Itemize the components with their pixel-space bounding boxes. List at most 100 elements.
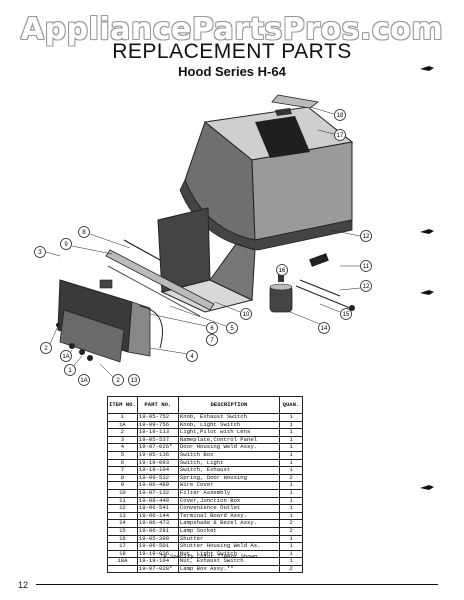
svg-text:11: 11 (363, 264, 370, 270)
item-no-cell: 13 (107, 511, 138, 521)
description-cell: Switch, Exhaust (177, 466, 281, 475)
callout-1a-lower: 1A (78, 374, 90, 386)
quantity-cell: 1 (279, 488, 303, 498)
description-cell: Door Housing Weld Assy. (177, 443, 281, 452)
quantity-cell: 1 (279, 534, 303, 544)
quantity-cell: 1 (279, 549, 303, 559)
quantity-cell: 1 (279, 557, 303, 566)
col-quantity: QUAN. (279, 396, 303, 414)
bottom-rule (36, 584, 438, 585)
callout-2-right: 2 (112, 374, 124, 386)
leader-lines (45, 106, 361, 379)
quantity-cell: 1 (279, 496, 303, 506)
page-title: REPLACEMENT PARTS (112, 40, 352, 63)
item-no-cell: 12 (107, 504, 138, 513)
quantity-cell: 1 (279, 435, 303, 445)
svg-text:10: 10 (243, 312, 250, 318)
part-no-cell: 19-07-026* (136, 443, 179, 452)
quantity-cell: 1 (279, 511, 303, 521)
quantity-cell: 1 (279, 542, 303, 551)
filter-illustration (157, 207, 256, 313)
exploded-parts-diagram: 18 17 12 11 12 15 14 16 10 8 9 3 6 5 7 4… (34, 94, 372, 386)
quantity-cell: 1 (279, 450, 303, 460)
item-no-cell: 18A (107, 557, 138, 566)
col-description: DESCRIPTION (177, 396, 281, 414)
svg-text:1: 1 (68, 368, 72, 374)
description-cell: Filter Assembly (177, 488, 281, 498)
description-cell: Terminal Board Assy. (177, 511, 281, 521)
quantity-cell: 2 (279, 473, 303, 483)
item-no-cell: 16 (107, 534, 138, 544)
svg-text:3: 3 (38, 250, 42, 256)
part-no-cell: 19-07-132 (136, 488, 179, 498)
part-no-cell: 19-06-281 (136, 526, 179, 536)
svg-text:5: 5 (230, 326, 234, 332)
table-header-row: ITEM NO. PART NO. DESCRIPTION QUAN. (107, 396, 303, 414)
description-cell: Convenience Outlet (177, 504, 281, 513)
callout-9: 9 (60, 238, 72, 250)
description-cell: Switch, Light (177, 458, 281, 468)
part-no-cell: 19-09-756 (136, 420, 179, 430)
callout-markers: 18 17 12 11 12 15 14 16 10 8 9 3 6 5 7 4… (34, 109, 372, 386)
description-cell: Nameplate,Control Panel (177, 435, 281, 445)
callout-14: 14 (318, 322, 330, 334)
item-no-cell: 18 (107, 549, 138, 559)
part-no-cell: 19-05-136 (136, 450, 179, 460)
callout-8: 8 (78, 226, 90, 238)
part-no-cell: 19-06-144 (136, 511, 179, 521)
callout-15: 15 (340, 308, 352, 320)
item-no-cell: 4 (107, 443, 138, 452)
callout-11: 11 (360, 260, 372, 272)
callout-18: 18 (334, 109, 346, 121)
part-no-cell: 19-06-473 (136, 519, 179, 528)
part-no-cell: 19-07-028* (136, 564, 179, 574)
item-no-cell: 8 (107, 473, 138, 483)
description-cell: Lamp Socket (177, 526, 281, 536)
description-cell: Lampshade & Bezel Assy. (177, 519, 281, 528)
part-no-cell: 19-05-390 (136, 534, 179, 544)
quantity-cell: 2 (279, 519, 303, 528)
switch-parts-illustration (56, 279, 113, 361)
svg-text:12: 12 (363, 284, 370, 290)
item-no-cell: 17 (107, 542, 138, 551)
part-no-cell: 19-06-541 (136, 504, 179, 513)
part-no-cell: 19-19-104 (136, 466, 179, 475)
svg-text:17: 17 (337, 133, 344, 139)
description-cell: Lamp Box Assy.** (177, 564, 281, 574)
part-no-cell: 19-06-489 (136, 481, 179, 490)
callout-1a-upper: 1A (60, 350, 72, 362)
callout-1: 1 (64, 364, 76, 376)
table-row: 19-07-028*Lamp Box Assy.**2 (107, 564, 303, 574)
description-cell: Shutter (177, 534, 281, 544)
quantity-cell: 1 (279, 428, 303, 437)
hood-body-illustration (179, 94, 354, 251)
quantity-cell: 1 (279, 443, 303, 452)
description-cell: Knob, Light Switch (177, 420, 281, 430)
part-no-cell: 19-08-440 (136, 496, 179, 506)
page-subtitle: Hood Series H-64 (178, 64, 286, 79)
lamp-parts-illustration (269, 253, 355, 313)
item-no-cell: 2 (107, 428, 138, 437)
item-no-cell: 15 (107, 526, 138, 536)
svg-text:16: 16 (279, 268, 286, 274)
part-no-cell: 19-19-113 (136, 428, 179, 437)
col-item-no: ITEM NO. (107, 396, 138, 414)
part-no-cell: 19-06-501 (136, 542, 179, 551)
svg-text:9: 9 (64, 242, 68, 248)
quantity-cell: 2 (279, 564, 303, 574)
part-no-cell: 19-19-093 (136, 458, 179, 468)
callout-7: 7 (206, 334, 218, 346)
part-no-cell: 19-09-532 (136, 473, 179, 483)
svg-text:1A: 1A (62, 354, 69, 360)
callout-10: 10 (240, 308, 252, 320)
